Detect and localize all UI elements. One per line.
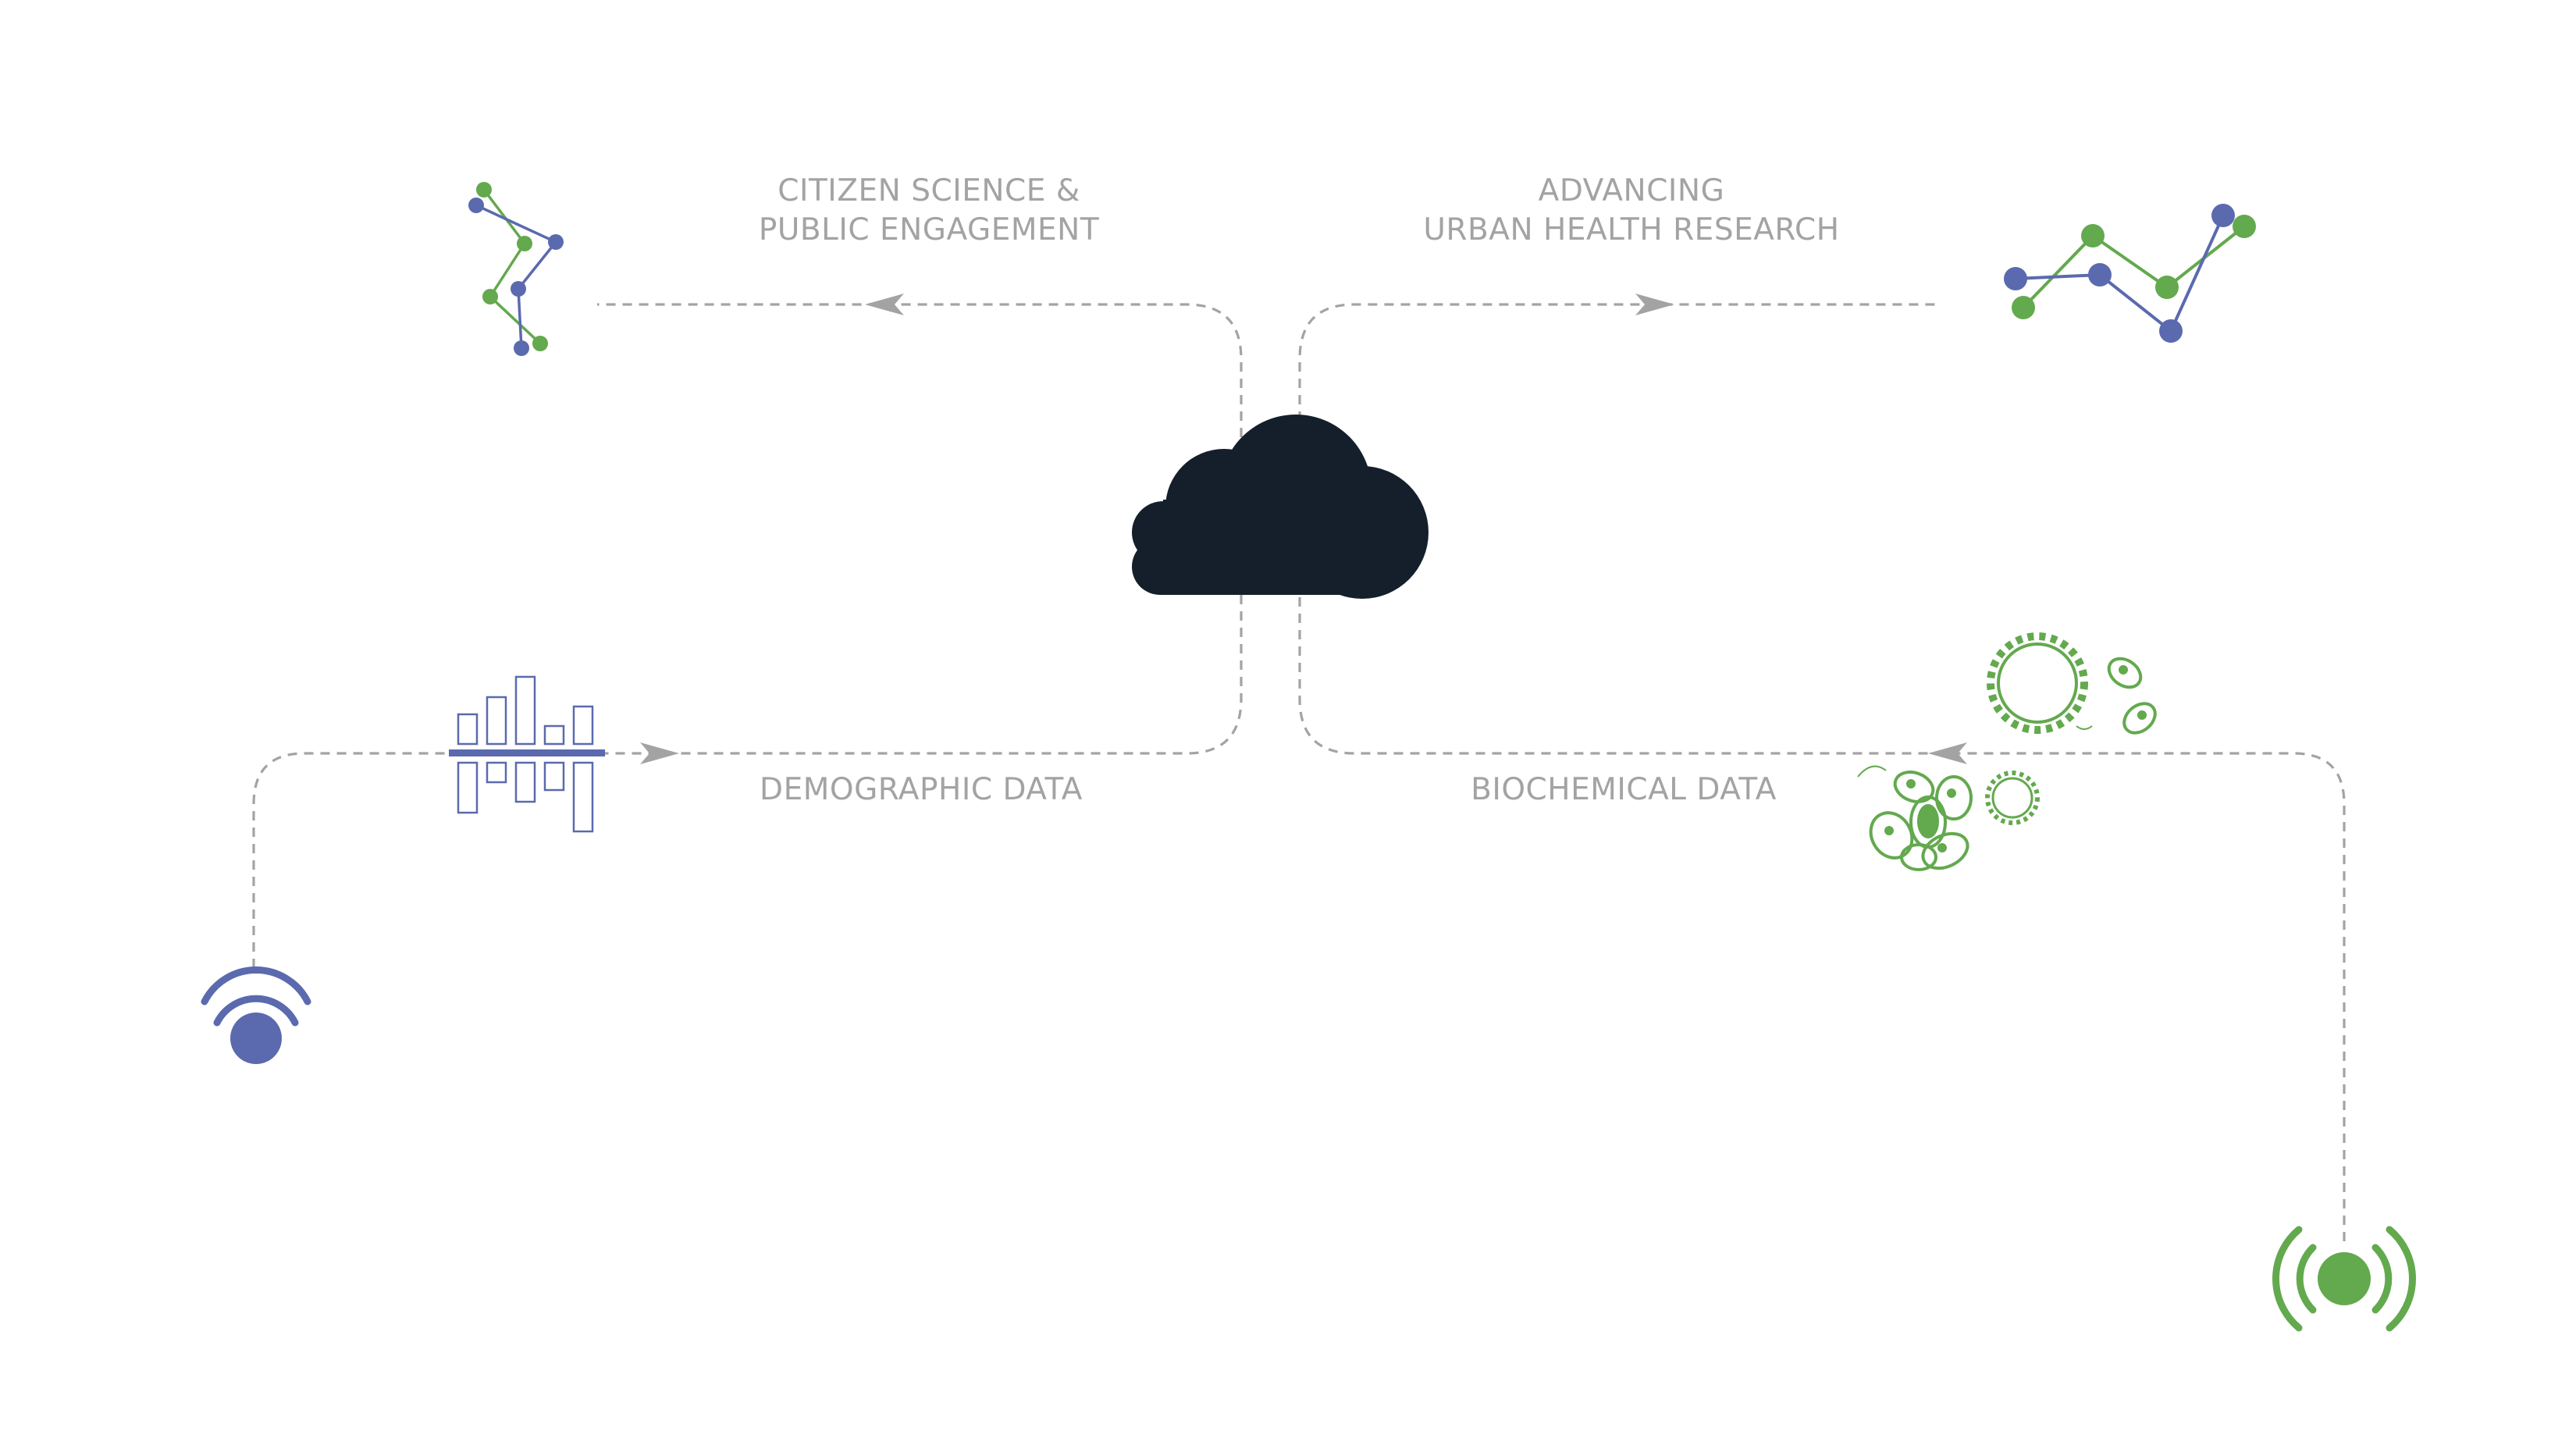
microbes-icon [1857, 632, 2157, 871]
bar-chart-icon [449, 675, 605, 833]
flow-connectors [252, 294, 2346, 1241]
arrow-right-demographic [640, 742, 679, 764]
arrow-left-biochemical [1928, 742, 1967, 764]
wireless-sensor-icon [201, 966, 311, 1064]
cell-cluster-icon [1857, 765, 1973, 871]
citizen-science-line1: CITIZEN SCIENCE & [777, 173, 1080, 208]
urban-health-line1: ADVANCING [1538, 173, 1725, 208]
biochemical-data-label: BIOCHEMICAL DATA [1382, 771, 1866, 810]
citizen-science-label: CITIZEN SCIENCE & PUBLIC ENGAGEMENT [687, 172, 1171, 250]
arrow-right-urban [1635, 294, 1674, 315]
virus-icon [1987, 632, 2088, 734]
demographic-data-label: DEMOGRAPHIC DATA [687, 771, 1155, 810]
network-nodes-icon [468, 182, 564, 356]
line-graph-icon [2004, 204, 2256, 343]
urban-health-label: ADVANCING URBAN HEALTH RESEARCH [1350, 172, 1912, 250]
flow-to-urban-health [1298, 303, 1940, 437]
flow-from-demographic [252, 593, 1243, 968]
flow-to-citizen-science [597, 303, 1243, 437]
small-virus-icon [1985, 771, 2040, 825]
biochemical-data-text: BIOCHEMICAL DATA [1471, 772, 1777, 807]
arrow-left-citizen [865, 294, 904, 315]
cloud-icon [1132, 415, 1429, 599]
flow-from-biochemical [1298, 593, 2346, 1241]
demographic-data-text: DEMOGRAPHIC DATA [760, 772, 1083, 807]
urban-health-line2: URBAN HEALTH RESEARCH [1423, 212, 1840, 247]
citizen-science-line2: PUBLIC ENGAGEMENT [758, 212, 1100, 247]
broadcast-sensor-icon [2272, 1226, 2417, 1332]
